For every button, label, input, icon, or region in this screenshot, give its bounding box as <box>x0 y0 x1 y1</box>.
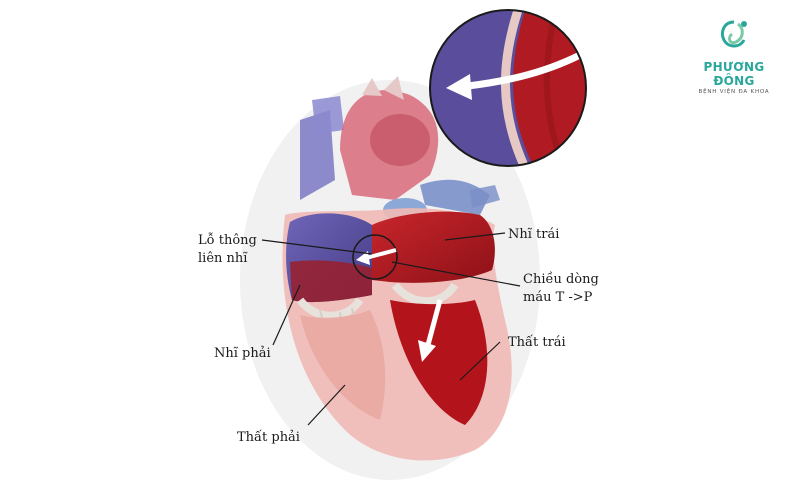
leader-lines <box>261 232 521 426</box>
logo-subtitle: BỆNH VIỆN ĐA KHOA <box>698 89 770 95</box>
label-right-ventricle: Thất phải <box>237 429 300 445</box>
right-ventricle-chamber <box>300 310 386 420</box>
label-flow-line2: máu T ->P <box>523 290 593 305</box>
logo-mark-icon <box>720 20 747 48</box>
left-ventricle-chamber <box>390 300 488 425</box>
vena-cava <box>300 96 344 200</box>
flow-arrow-ventricle <box>418 299 443 362</box>
label-asd-line2: liên nhĩ <box>198 251 248 266</box>
logo-name: PHƯƠNG ĐÔNG <box>703 60 765 88</box>
label-left-atrium: Nhĩ trái <box>508 227 559 242</box>
label-flow-line1: Chiều dòng <box>523 271 599 287</box>
label-left-ventricle: Thất trái <box>508 334 566 350</box>
septal-defect-marker <box>352 234 398 280</box>
hospital-logo: PHƯƠNG ĐÔNG BỆNH VIỆN ĐA KHOA <box>684 18 784 95</box>
zoom-inset <box>429 9 587 167</box>
aorta <box>340 76 439 200</box>
label-right-atrium: Nhĩ phải <box>214 346 271 361</box>
label-asd-line1: Lỗ thông <box>198 232 257 248</box>
left-atrium-chamber <box>372 211 495 283</box>
flow-arrow-septum <box>356 248 397 265</box>
